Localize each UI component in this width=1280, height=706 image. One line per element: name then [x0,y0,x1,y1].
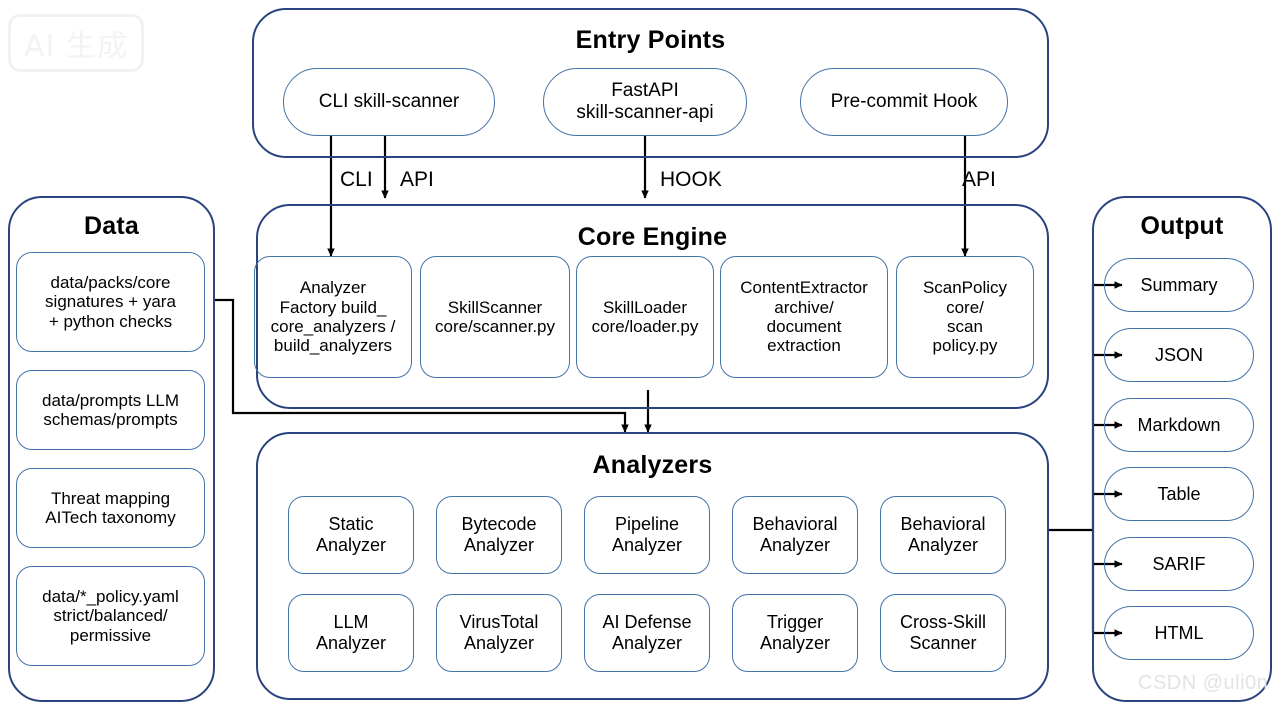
data-title: Data [84,212,139,240]
output-node-html[interactable]: HTML [1104,606,1254,660]
entry-node-fastapi[interactable]: FastAPI skill-scanner-api [543,68,747,136]
core-node-skillscanner[interactable]: SkillScanner core/scanner.py [420,256,570,378]
csdn-watermark: CSDN @uli0n [1138,672,1269,694]
analyzer-node-bytecode[interactable]: Bytecode Analyzer [436,496,562,574]
analyzer-node-trigger[interactable]: Trigger Analyzer [732,594,858,672]
ai-generated-badge: AI 生成 [8,14,144,72]
output-node-sarif[interactable]: SARIF [1104,537,1254,591]
analyzer-node-pipeline[interactable]: Pipeline Analyzer [584,496,710,574]
analyzer-node-static[interactable]: Static Analyzer [288,496,414,574]
data-node-packs[interactable]: data/packs/core signatures + yara + pyth… [16,252,205,352]
entry-node-precommit-hook[interactable]: Pre-commit Hook [800,68,1008,136]
output-node-table[interactable]: Table [1104,467,1254,521]
output-node-json[interactable]: JSON [1104,328,1254,382]
edge-label-cli: CLI [340,168,373,191]
analyzer-node-llm[interactable]: LLM Analyzer [288,594,414,672]
analyzer-node-virustotal[interactable]: VirusTotal Analyzer [436,594,562,672]
core-node-analyzer-factory[interactable]: Analyzer Factory build_ core_analyzers /… [254,256,412,378]
edge-label-api-right: API [962,168,996,191]
core-node-skillloader[interactable]: SkillLoader core/loader.py [576,256,714,378]
analyzer-node-ai-defense[interactable]: AI Defense Analyzer [584,594,710,672]
output-node-summary[interactable]: Summary [1104,258,1254,312]
data-node-policy-yaml[interactable]: data/*_policy.yaml strict/balanced/ perm… [16,566,205,666]
edge-label-api-left: API [400,168,434,191]
analyzers-title: Analyzers [592,451,713,479]
entry-points-title: Entry Points [575,26,726,54]
core-node-scanpolicy[interactable]: ScanPolicy core/ scan policy.py [896,256,1034,378]
edge-label-hook: HOOK [660,168,722,191]
output-title: Output [1140,212,1224,240]
core-engine-group: Core Engine [256,204,1049,409]
data-node-threat-mapping[interactable]: Threat mapping AITech taxonomy [16,468,205,548]
entry-node-cli[interactable]: CLI skill-scanner [283,68,495,136]
data-node-prompts[interactable]: data/prompts LLM schemas/prompts [16,370,205,450]
entry-points-group: Entry Points [252,8,1049,158]
analyzers-group: Analyzers [256,432,1049,700]
core-node-contentextractor[interactable]: ContentExtractor archive/ document extra… [720,256,888,378]
analyzer-node-behavioral-2[interactable]: Behavioral Analyzer [880,496,1006,574]
core-engine-title: Core Engine [577,223,728,251]
analyzer-node-cross-skill[interactable]: Cross-Skill Scanner [880,594,1006,672]
analyzer-node-behavioral-1[interactable]: Behavioral Analyzer [732,496,858,574]
data-group: Data [8,196,215,702]
output-group: Output [1092,196,1272,702]
output-node-markdown[interactable]: Markdown [1104,398,1254,452]
